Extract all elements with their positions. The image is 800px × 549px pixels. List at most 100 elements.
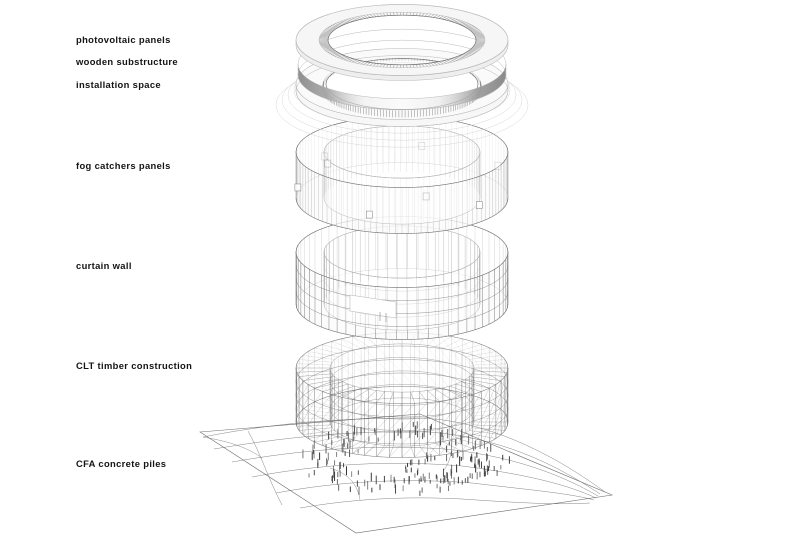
ridge-line: [329, 467, 361, 501]
brace: [504, 386, 508, 405]
substructure-base: [297, 39, 507, 111]
brace: [472, 341, 482, 359]
pv-tick: [382, 12, 386, 16]
radial-tie-top: [455, 344, 482, 353]
pv-tick: [376, 63, 380, 67]
brace: [296, 404, 300, 414]
brace: [296, 403, 300, 413]
radial-tie-top: [427, 390, 440, 402]
brace: [352, 336, 365, 349]
brace: [489, 374, 497, 393]
radial-tie-bottom: [435, 390, 452, 401]
pv-tick: [441, 16, 447, 20]
brace: [462, 338, 473, 356]
brace: [462, 352, 473, 369]
brace: [472, 391, 482, 409]
radial-tie-top: [442, 387, 463, 398]
radial-tie-bottom: [322, 437, 349, 446]
radial-tie-bottom: [352, 390, 369, 401]
radial-tie-bottom: [427, 388, 440, 400]
plate-tick-bound: [318, 11, 486, 69]
brace: [296, 416, 300, 427]
pv-tick: [470, 29, 480, 32]
pv-tick: [324, 48, 334, 51]
brace: [298, 372, 304, 383]
pv-tick: [461, 23, 470, 26]
brace: [376, 403, 390, 417]
brace: [500, 395, 506, 414]
pv-tick: [330, 25, 339, 28]
radial-tie-top: [442, 338, 463, 349]
brace: [298, 420, 304, 431]
brace: [352, 349, 365, 362]
brace: [472, 418, 482, 436]
brace: [481, 357, 490, 375]
radial-tie-bottom: [471, 427, 505, 431]
brace: [352, 363, 365, 376]
brace: [427, 401, 440, 417]
brace: [307, 378, 315, 389]
radial-tie-bottom: [455, 437, 482, 446]
radial-tie-top: [469, 355, 502, 360]
radial-tie-bottom: [449, 395, 473, 405]
brace: [352, 376, 365, 389]
brace: [376, 360, 390, 374]
pv-tick: [453, 19, 461, 23]
brace: [451, 410, 463, 427]
radial-tie-top: [471, 359, 505, 363]
radial-tie-bottom: [461, 401, 490, 409]
pv-tick: [421, 13, 425, 17]
radial-tie-bottom: [469, 430, 502, 435]
brace: [500, 389, 506, 408]
brace: [495, 378, 502, 396]
radial-tie-top: [435, 389, 452, 400]
radial-tie-top: [299, 373, 333, 377]
pv-tick: [379, 63, 383, 67]
pv-tick: [471, 47, 481, 50]
radial-tie-bottom: [308, 432, 339, 439]
pv-tick: [469, 28, 478, 31]
brace: [401, 372, 415, 387]
ridge-line: [202, 436, 263, 459]
radial-tie-bottom: [302, 430, 335, 435]
brace: [495, 421, 502, 439]
pv-tick: [396, 12, 398, 16]
pv-tick: [382, 64, 386, 68]
brace: [295, 408, 298, 418]
brace: [489, 424, 497, 443]
layer-photovoltaic-panels: [295, 4, 509, 81]
brace: [298, 407, 304, 418]
brace: [296, 376, 300, 386]
brace: [495, 351, 502, 369]
pv-tick: [332, 53, 341, 56]
brace: [500, 382, 506, 401]
panel-marker: [321, 152, 328, 161]
brace: [298, 359, 304, 370]
brace: [500, 355, 506, 374]
pv-tick: [396, 64, 398, 68]
radial-tie-bottom: [302, 409, 335, 414]
brace: [427, 373, 440, 389]
radial-tie-top: [302, 355, 335, 360]
pv-tick: [466, 26, 475, 29]
pv-tick: [441, 60, 447, 64]
radial-tie-bottom: [299, 413, 333, 417]
brace: [298, 380, 304, 391]
panel-marker-inner: [422, 192, 430, 201]
pv-tick: [438, 15, 444, 19]
pv-tick: [393, 64, 395, 68]
radial-tie-bottom: [465, 432, 496, 439]
brace: [302, 382, 309, 393]
brace: [389, 373, 403, 387]
brace: [295, 394, 298, 405]
brace: [489, 384, 497, 402]
layer-label-photovoltaic-panels: photovoltaic panels: [76, 34, 171, 45]
radial-tie-top: [410, 391, 416, 404]
pv-tick: [415, 64, 418, 68]
brace: [314, 391, 323, 402]
pv-tick: [363, 61, 368, 65]
brace: [481, 388, 490, 406]
pv-tick: [357, 60, 363, 64]
pv-tick: [336, 55, 345, 58]
pv-tick: [444, 16, 450, 20]
